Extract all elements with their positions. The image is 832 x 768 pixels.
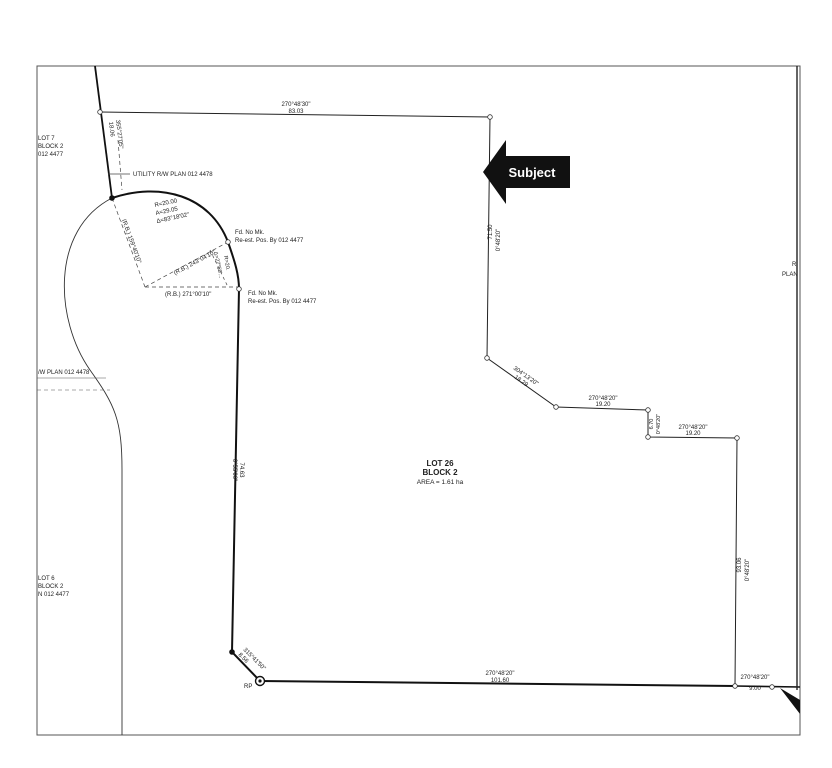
distance-east: 93.06 xyxy=(737,557,743,573)
survey-point xyxy=(645,434,651,440)
monument-2-line2: Re-est. Pos. By 012 4477 xyxy=(248,299,317,305)
plan-frame xyxy=(36,65,801,736)
rp-label: RP xyxy=(244,684,252,690)
block-label: BLOCK 2 xyxy=(422,468,458,477)
distance-top: 83.03 xyxy=(288,109,304,115)
control-point xyxy=(109,195,115,201)
curve-radius: R=20.00 xyxy=(154,198,178,209)
lot-26-boundary xyxy=(99,111,738,687)
lot7-plan: 012 4477 xyxy=(38,152,64,158)
survey-point xyxy=(553,404,559,410)
cul-de-sac-boundary xyxy=(63,197,123,735)
survey-points xyxy=(97,109,775,690)
distance-west: 74.63 xyxy=(238,462,244,478)
south-boundary xyxy=(259,680,736,687)
lot6-block: BLOCK 2 xyxy=(38,584,64,590)
bearing-bottom: 270°48'20" xyxy=(485,671,514,677)
right-partial-1: R xyxy=(792,262,797,268)
radial-line-b xyxy=(144,241,229,288)
small-curve-delta: Δ=27°58'... xyxy=(212,251,224,279)
bearing-west: 0°55'00" xyxy=(231,459,237,481)
area-label: AREA = 1.61 ha xyxy=(417,479,464,486)
distance-bottom: 101.60 xyxy=(491,678,510,684)
monument-2-line1: Fd. No Mk. xyxy=(248,291,278,297)
curve-arc-length: A=29.05 xyxy=(155,206,179,217)
monument-1-line2: Re-est. Pos. By 012 4477 xyxy=(235,238,304,244)
curve-arc xyxy=(111,190,240,290)
south-boundary-extension xyxy=(734,685,801,688)
survey-point xyxy=(484,355,490,361)
bearing-east: 0°48'20" xyxy=(745,559,751,581)
lot6-plan: N 012 4477 xyxy=(38,592,70,598)
rb-label-b: (R.B.) 243°04'10" xyxy=(173,250,217,277)
bearing-step-v: 0°48'20" xyxy=(656,414,662,435)
bearing-step2: 270°48'20" xyxy=(678,425,707,431)
road-boundary-west xyxy=(94,65,113,199)
monument-1-line1: Fd. No Mk. xyxy=(235,230,265,236)
small-curve-r: R=20. xyxy=(222,255,231,271)
radial-line-a xyxy=(111,197,146,288)
rb-label-a: (R.B.) 159°40'10" xyxy=(120,219,141,265)
control-point xyxy=(229,649,235,655)
survey-point xyxy=(487,114,493,120)
distance-step1: 19.20 xyxy=(595,402,611,408)
rw-plan-left: /W PLAN 012 4478 xyxy=(38,370,90,376)
right-partial-2: PLAN xyxy=(782,272,798,278)
distance-step-v: 6.70 xyxy=(649,419,655,430)
bearing-step1: 270°48'20" xyxy=(588,396,617,402)
lot7-block: BLOCK 2 xyxy=(38,144,64,150)
lot7-label: LOT 7 xyxy=(38,136,55,142)
survey-point xyxy=(236,286,242,292)
rb-label-c: (R.B.) 271°00'10" xyxy=(165,292,211,298)
survey-point xyxy=(769,684,775,690)
utility-rw-line xyxy=(117,139,123,191)
distance-subject-east: 71.50 xyxy=(488,224,494,240)
bearing-west-top: 355°27'05" xyxy=(114,120,123,150)
survey-point xyxy=(734,435,740,441)
subject-label: Subject xyxy=(509,165,557,180)
bearing-bottom-right: 270°48'20" xyxy=(740,675,769,681)
survey-point xyxy=(645,407,651,413)
survey-point xyxy=(225,239,231,245)
rp-monument-center xyxy=(258,679,262,683)
utility-label: UTILITY R/W PLAN 012 4478 xyxy=(133,172,213,178)
lot-label: LOT 26 xyxy=(426,459,454,468)
survey-point xyxy=(97,109,103,115)
radial-line-d xyxy=(209,249,229,288)
west-boundary xyxy=(230,288,261,682)
distance-step2: 19.20 xyxy=(685,431,701,437)
distance-west-top: 18.06 xyxy=(107,122,115,138)
bearing-top: 270°48'30" xyxy=(281,102,310,108)
lot6-label: LOT 6 xyxy=(38,576,55,582)
bearing-subject-east: 0°48'20" xyxy=(496,229,502,251)
survey-point xyxy=(732,683,738,689)
distance-bottom-right: 9.00 xyxy=(749,686,761,692)
north-arrow-fragment xyxy=(780,688,800,714)
subject-arrow: Subject xyxy=(483,140,570,204)
